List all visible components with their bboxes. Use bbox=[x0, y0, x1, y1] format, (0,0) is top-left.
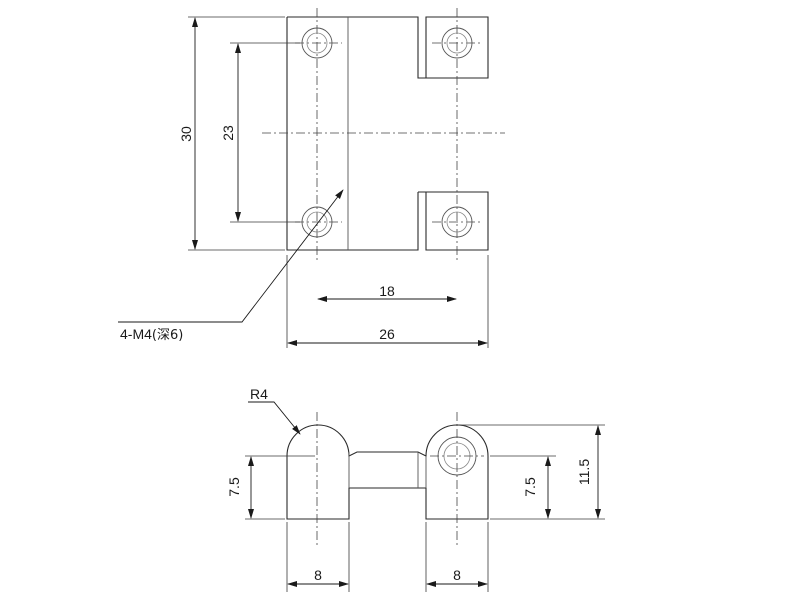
dimension-30-label: 30 bbox=[178, 126, 194, 142]
dimension-7-5-left-label: 7.5 bbox=[226, 477, 242, 497]
hole-top-left bbox=[301, 27, 333, 59]
dimension-8-right: 8 bbox=[426, 567, 488, 587]
dimension-23-label: 23 bbox=[220, 125, 236, 141]
dimension-8-left-label: 8 bbox=[314, 567, 322, 583]
front-body-outline bbox=[286, 424, 489, 520]
hole-callout-thread: 4-M4 bbox=[120, 326, 152, 342]
plan-view: 30 23 18 26 4-M4(深6) bbox=[118, 8, 505, 348]
dimension-8-left: 8 bbox=[287, 567, 349, 587]
dimension-7-5-right: 7.5 bbox=[522, 456, 551, 519]
svg-text:4-M4(深6): 4-M4(深6) bbox=[120, 326, 183, 343]
hole-callout-depth: (深6) bbox=[152, 328, 183, 343]
hole-bottom-right bbox=[441, 206, 473, 238]
radius-callout: R4 bbox=[248, 386, 301, 435]
hole-bottom-left bbox=[301, 206, 333, 238]
hole-callout: 4-M4(深6) bbox=[118, 189, 344, 343]
dimension-7-5-left: 7.5 bbox=[226, 456, 254, 519]
dimension-11-5: 11.5 bbox=[576, 425, 601, 519]
dimension-7-5-right-label: 7.5 bbox=[522, 477, 538, 497]
front-view: 7.5 7.5 11.5 8 8 R4 bbox=[226, 386, 605, 592]
dimension-11-5-label: 11.5 bbox=[576, 459, 592, 485]
dimension-23: 23 bbox=[220, 43, 241, 222]
radius-label: R4 bbox=[250, 386, 268, 402]
dimension-30: 30 bbox=[178, 17, 198, 250]
hole-top-right bbox=[441, 27, 473, 59]
plan-body-outline bbox=[286, 16, 489, 251]
dimension-26-label: 26 bbox=[379, 326, 395, 342]
dimension-18-label: 18 bbox=[379, 283, 395, 299]
dimension-18: 18 bbox=[317, 283, 457, 302]
dimension-8-right-label: 8 bbox=[453, 567, 461, 583]
dimension-26: 26 bbox=[287, 326, 488, 346]
